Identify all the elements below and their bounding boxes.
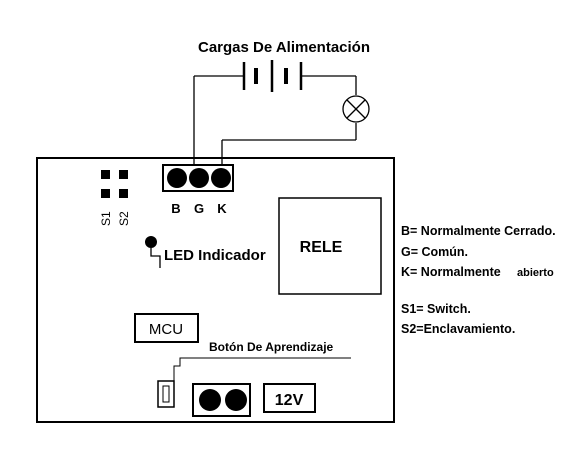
legend: B= Normalmente Cerrado. G= Común. K= Nor… [401,224,556,336]
terminal-label-k: K [217,201,227,216]
relay-label: RELE [300,239,343,256]
diagram-title: Cargas De Alimentación [198,39,370,56]
switch-label-s2: S2 [117,211,131,226]
legend-k: K= Normalmente [401,265,501,279]
legend-s2: S2=Enclavamiento. [401,322,515,336]
mcu-label: MCU [149,321,183,338]
relay-box [278,197,382,295]
legend-k-suffix: abierto [517,267,554,279]
learn-button-icon [157,357,351,408]
led-label: LED Indicador [164,247,266,264]
power-terminal-block [192,383,251,417]
power-label: 12V [275,392,304,409]
legend-b: B= Normalmente Cerrado. [401,224,556,238]
mcu-box [134,313,199,343]
lamp-icon [342,95,370,123]
terminal-label-g: G [194,201,204,216]
relay-terminal-block [162,164,234,192]
learn-button-label: Botón De Aprendizaje [209,340,334,354]
legend-g: G= Común. [401,245,468,259]
terminal-label-b: B [171,201,180,216]
battery-icon [194,60,356,92]
board-outline [36,157,395,423]
led-icon [145,236,161,268]
switch-label-s1: S1 [99,211,113,226]
power-label-box [263,383,316,413]
load-wiring [193,76,357,177]
legend-s1: S1= Switch. [401,302,471,316]
jumper-pads-icon [101,170,128,198]
